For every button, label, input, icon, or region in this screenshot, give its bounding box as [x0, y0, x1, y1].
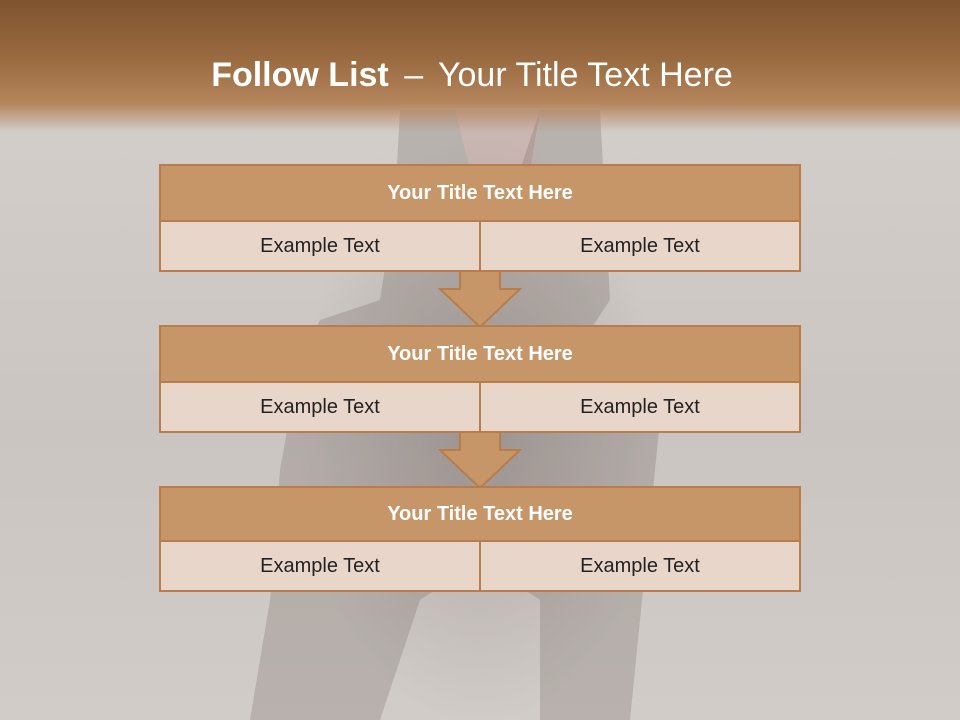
block-title[interactable]: Your Title Text Here: [159, 486, 801, 542]
block-cell-left[interactable]: Example Text: [161, 383, 479, 431]
block-cell-right[interactable]: Example Text: [479, 542, 799, 590]
list-block-1: Your Title Text Here Example Text Exampl…: [159, 164, 801, 272]
list-block-2: Your Title Text Here Example Text Exampl…: [159, 325, 801, 433]
page-title-separator: –: [404, 56, 424, 94]
slide-header-band: [0, 0, 960, 132]
block-row: Example Text Example Text: [159, 222, 801, 272]
down-arrow-icon: [438, 432, 522, 490]
page-title-bold: Follow List: [211, 56, 389, 94]
block-row: Example Text Example Text: [159, 542, 801, 592]
page-title-rest: Your Title Text Here: [437, 56, 733, 94]
block-row: Example Text Example Text: [159, 383, 801, 433]
block-cell-right[interactable]: Example Text: [479, 222, 799, 270]
list-block-3: Your Title Text Here Example Text Exampl…: [159, 486, 801, 592]
down-arrow-icon: [438, 271, 522, 329]
block-title[interactable]: Your Title Text Here: [159, 325, 801, 383]
block-cell-left[interactable]: Example Text: [161, 222, 479, 270]
block-title[interactable]: Your Title Text Here: [159, 164, 801, 222]
block-cell-right[interactable]: Example Text: [479, 383, 799, 431]
page-title: Follow List – Your Title Text Here: [0, 52, 944, 98]
block-cell-left[interactable]: Example Text: [161, 542, 479, 590]
